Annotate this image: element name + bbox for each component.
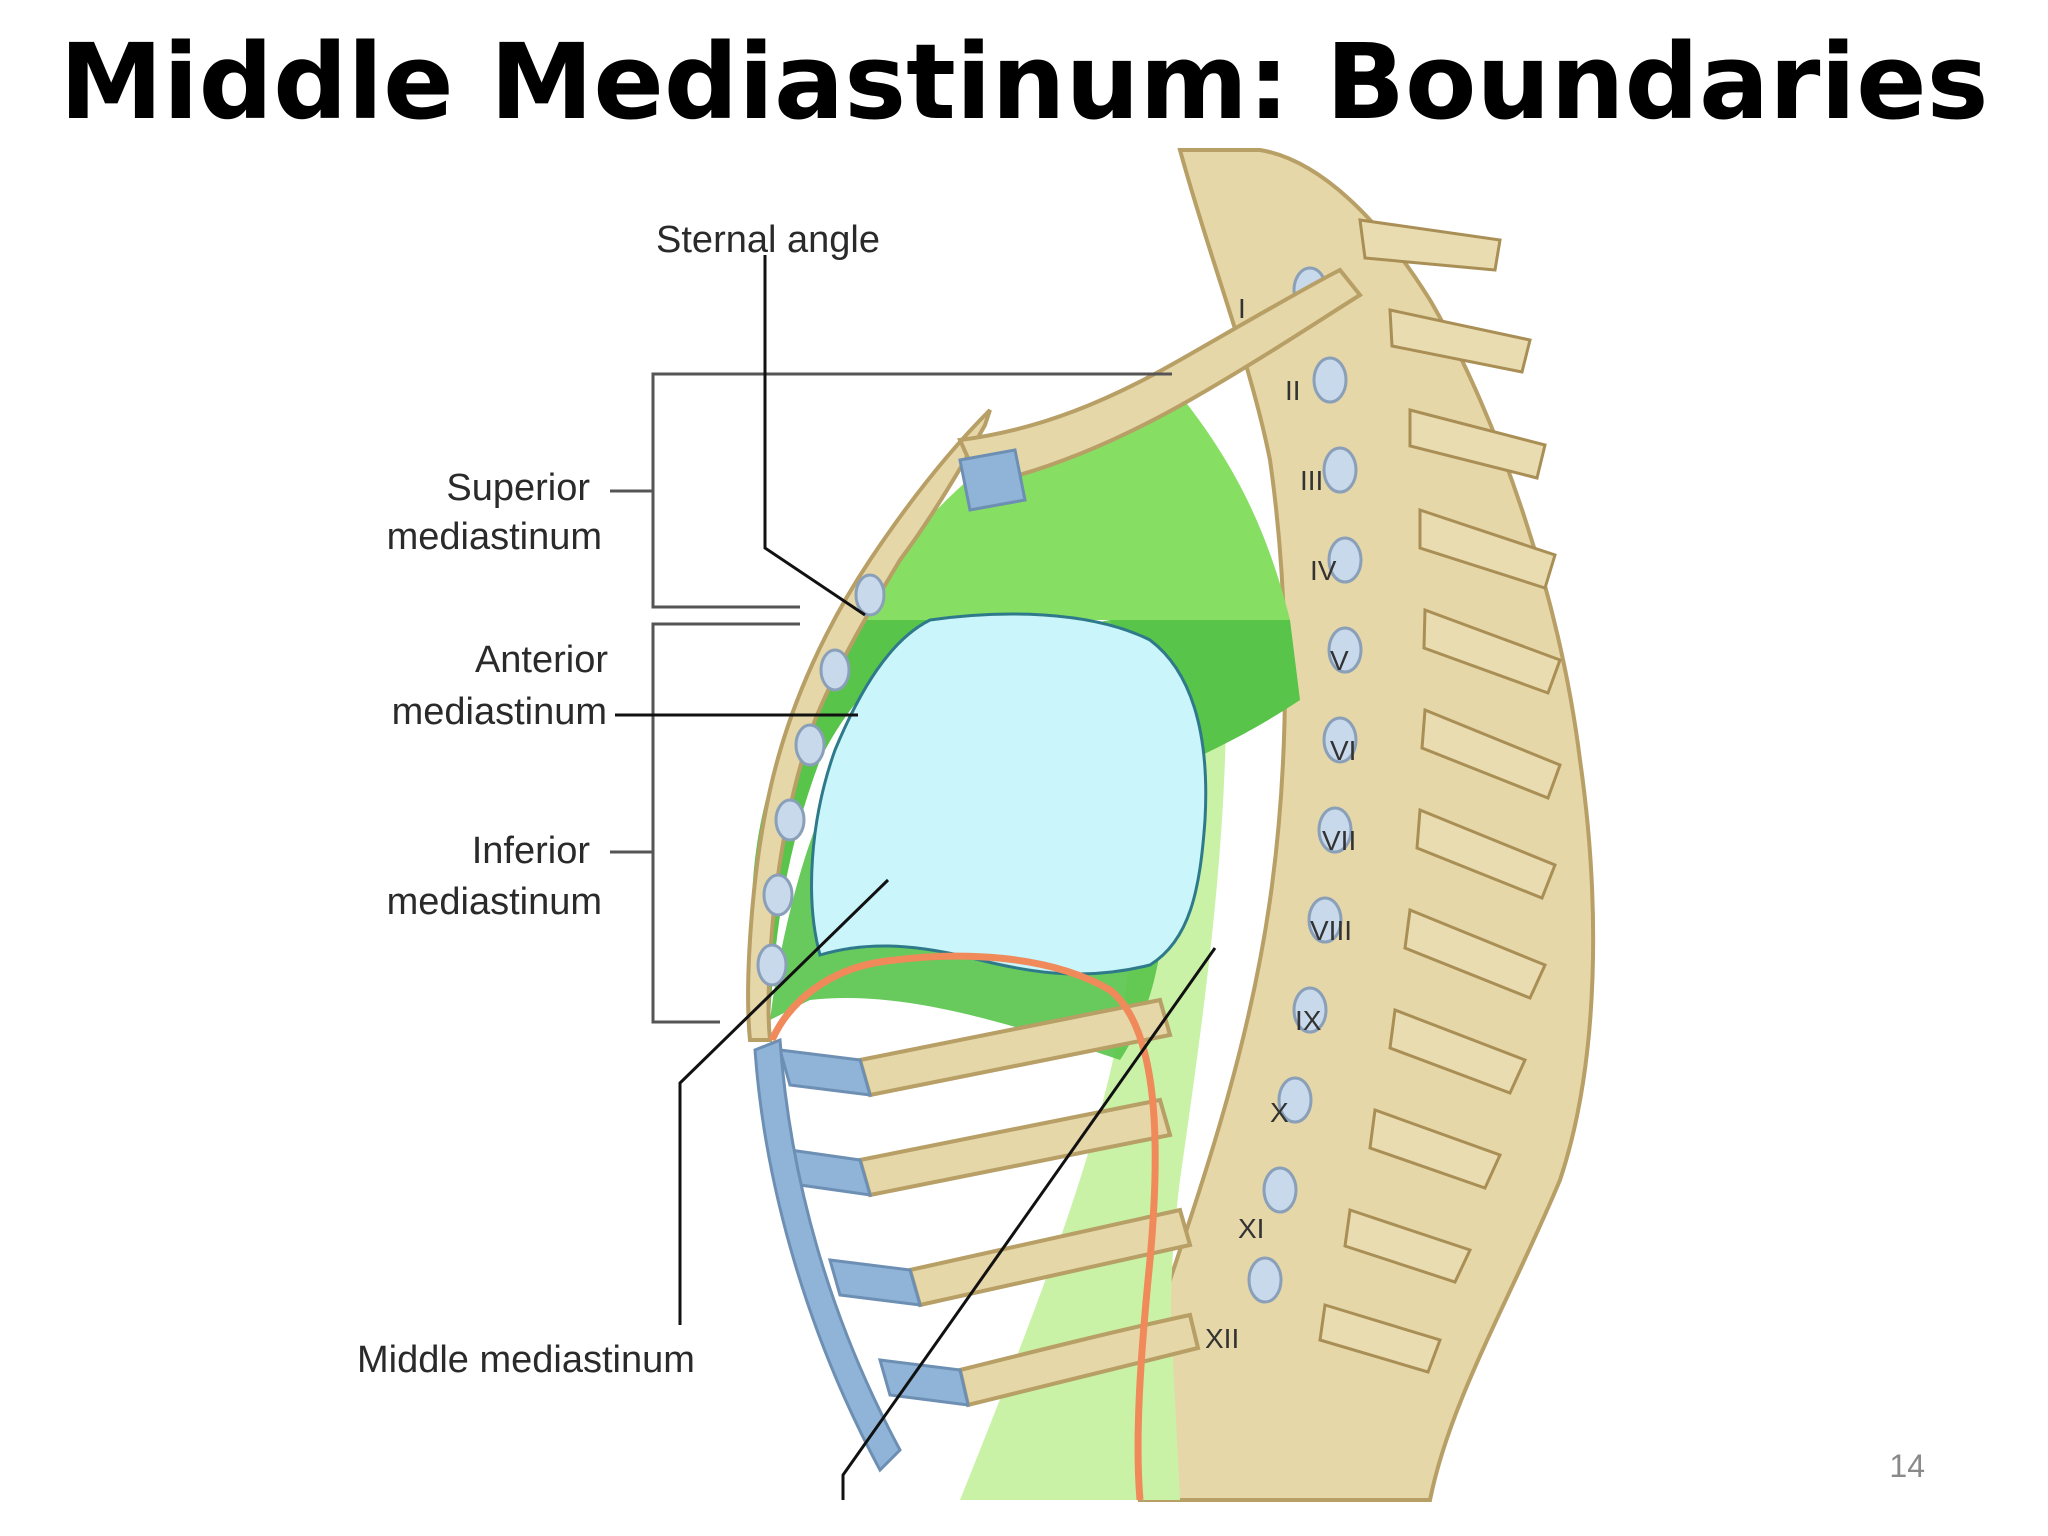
- label-anterior-mediastinum-2: mediastinum: [392, 691, 607, 733]
- vertebra-label: I: [1238, 293, 1246, 324]
- label-anterior-mediastinum-1: Anterior: [475, 639, 608, 681]
- sternum: [746, 408, 992, 1042]
- vertebra-label: V: [1330, 645, 1349, 676]
- label-middle-mediastinum: Middle mediastinum: [357, 1339, 695, 1381]
- vertebra-label: XI: [1238, 1213, 1264, 1244]
- ribs: [753, 997, 1201, 1473]
- slide-title: Middle Mediastinum: Boundaries: [59, 21, 1989, 143]
- label-superior-mediastinum-2: mediastinum: [387, 516, 602, 558]
- first-rib: [957, 267, 1363, 512]
- vertebra-label: X: [1270, 1097, 1289, 1128]
- label-sternal-angle: Sternal angle: [656, 219, 880, 261]
- vertebral-column: [1137, 148, 1596, 1502]
- vertebra-label: IV: [1310, 555, 1337, 586]
- vertebra-label: VIII: [1310, 915, 1352, 946]
- region-brackets: [610, 372, 1172, 1024]
- vertebra-label: IX: [1295, 1005, 1322, 1036]
- vertebra-label: XII: [1205, 1323, 1239, 1354]
- leader-lines: [615, 255, 1217, 1500]
- label-superior-mediastinum-1: Superior: [446, 467, 590, 509]
- vertebra-label: III: [1300, 465, 1323, 496]
- diaphragm: [768, 952, 1159, 1501]
- superior-region: [855, 395, 1290, 620]
- page-number: 14: [1889, 1448, 1925, 1484]
- vertebra-labels: I II III IV V VI VII VIII IX X XI XII: [1205, 293, 1356, 1354]
- vertebra-label: VI: [1330, 735, 1356, 766]
- vertebra-label: II: [1285, 375, 1301, 406]
- vertebra-label: VII: [1322, 825, 1356, 856]
- label-inferior-mediastinum-1: Inferior: [472, 830, 591, 872]
- label-inferior-mediastinum-2: mediastinum: [387, 881, 602, 923]
